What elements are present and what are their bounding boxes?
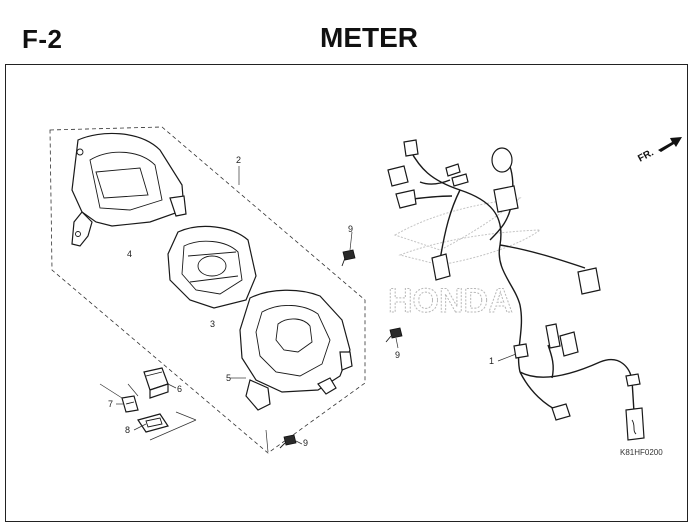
watermark-text: HONDA xyxy=(388,282,513,320)
section-code: F-2 xyxy=(22,24,63,54)
drawing-code: K81HF0200 xyxy=(620,448,663,457)
callout-1: 1 xyxy=(489,356,494,366)
meter-unit-part-3 xyxy=(167,225,257,309)
callout-3: 3 xyxy=(210,319,215,329)
callout-8: 8 xyxy=(125,425,130,435)
meter-case-part-5 xyxy=(239,289,353,411)
callout-5: 5 xyxy=(226,373,231,383)
fr-label: FR. xyxy=(636,147,656,164)
callout-9-right: 9 xyxy=(395,350,400,360)
callout-6: 6 xyxy=(177,384,182,394)
callout-9-lower: 9 xyxy=(303,438,308,448)
wire-harness-part-1 xyxy=(387,139,645,441)
screw-part-9-upper xyxy=(341,249,356,267)
sheet-title: METER xyxy=(320,22,418,53)
bulb-socket-part-6 xyxy=(143,367,169,399)
rubber-pad-part-8 xyxy=(137,413,169,433)
meter-cover-part-4 xyxy=(71,132,187,247)
screw-part-9-lower xyxy=(279,434,297,449)
assembly-boundary xyxy=(49,126,366,454)
callout-7: 7 xyxy=(108,399,113,409)
front-arrow-icon xyxy=(658,137,682,152)
screw-part-9-right xyxy=(385,327,403,343)
callout-4: 4 xyxy=(127,249,132,259)
callout-2: 2 xyxy=(236,155,241,165)
honda-watermark: HONDA xyxy=(388,197,542,321)
front-direction-indicator: FR. xyxy=(636,137,682,165)
clip-part-7 xyxy=(121,395,139,413)
leader-lines xyxy=(99,166,517,453)
callout-9-upper: 9 xyxy=(348,224,353,234)
diagram-frame xyxy=(5,64,688,522)
